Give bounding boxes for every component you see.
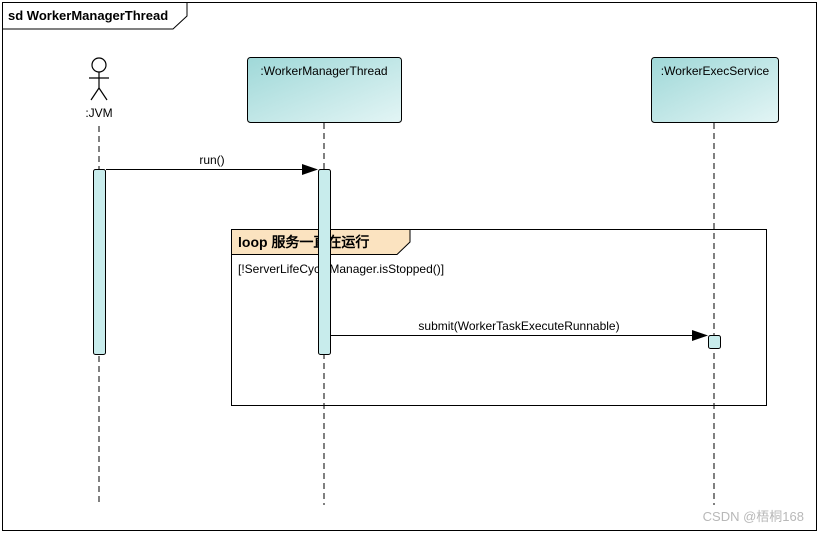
lifeline-jvm-label: :JVM [85, 106, 112, 120]
lifeline-wmt-head [247, 57, 402, 123]
frame-title-tab [2, 2, 188, 30]
message-submit-label: submit(WorkerTaskExecuteRunnable) [418, 319, 619, 333]
loop-fragment-title: loop 服务一直在运行 [238, 234, 369, 250]
lifeline-wmt-label: :WorkerManagerThread [260, 64, 387, 78]
loop-fragment [231, 229, 767, 406]
activation-jvm [93, 169, 106, 355]
actor-icon [89, 57, 109, 101]
activation-wmt [318, 169, 331, 355]
lifeline-wes-label: :WorkerExecService [661, 64, 770, 78]
lifeline-wes-head [651, 57, 779, 123]
message-run-label: run() [199, 153, 224, 167]
loop-guard: [!ServerLifeCycleManager.isStopped()] [238, 262, 444, 276]
frame-title: sd WorkerManagerThread [8, 8, 168, 23]
message-run-arrowhead [302, 164, 318, 175]
loop-operator: loop [238, 234, 268, 250]
activation-wes [708, 335, 721, 349]
message-submit-arrowhead [692, 330, 708, 341]
watermark: CSDN @梧桐168 [703, 509, 804, 524]
